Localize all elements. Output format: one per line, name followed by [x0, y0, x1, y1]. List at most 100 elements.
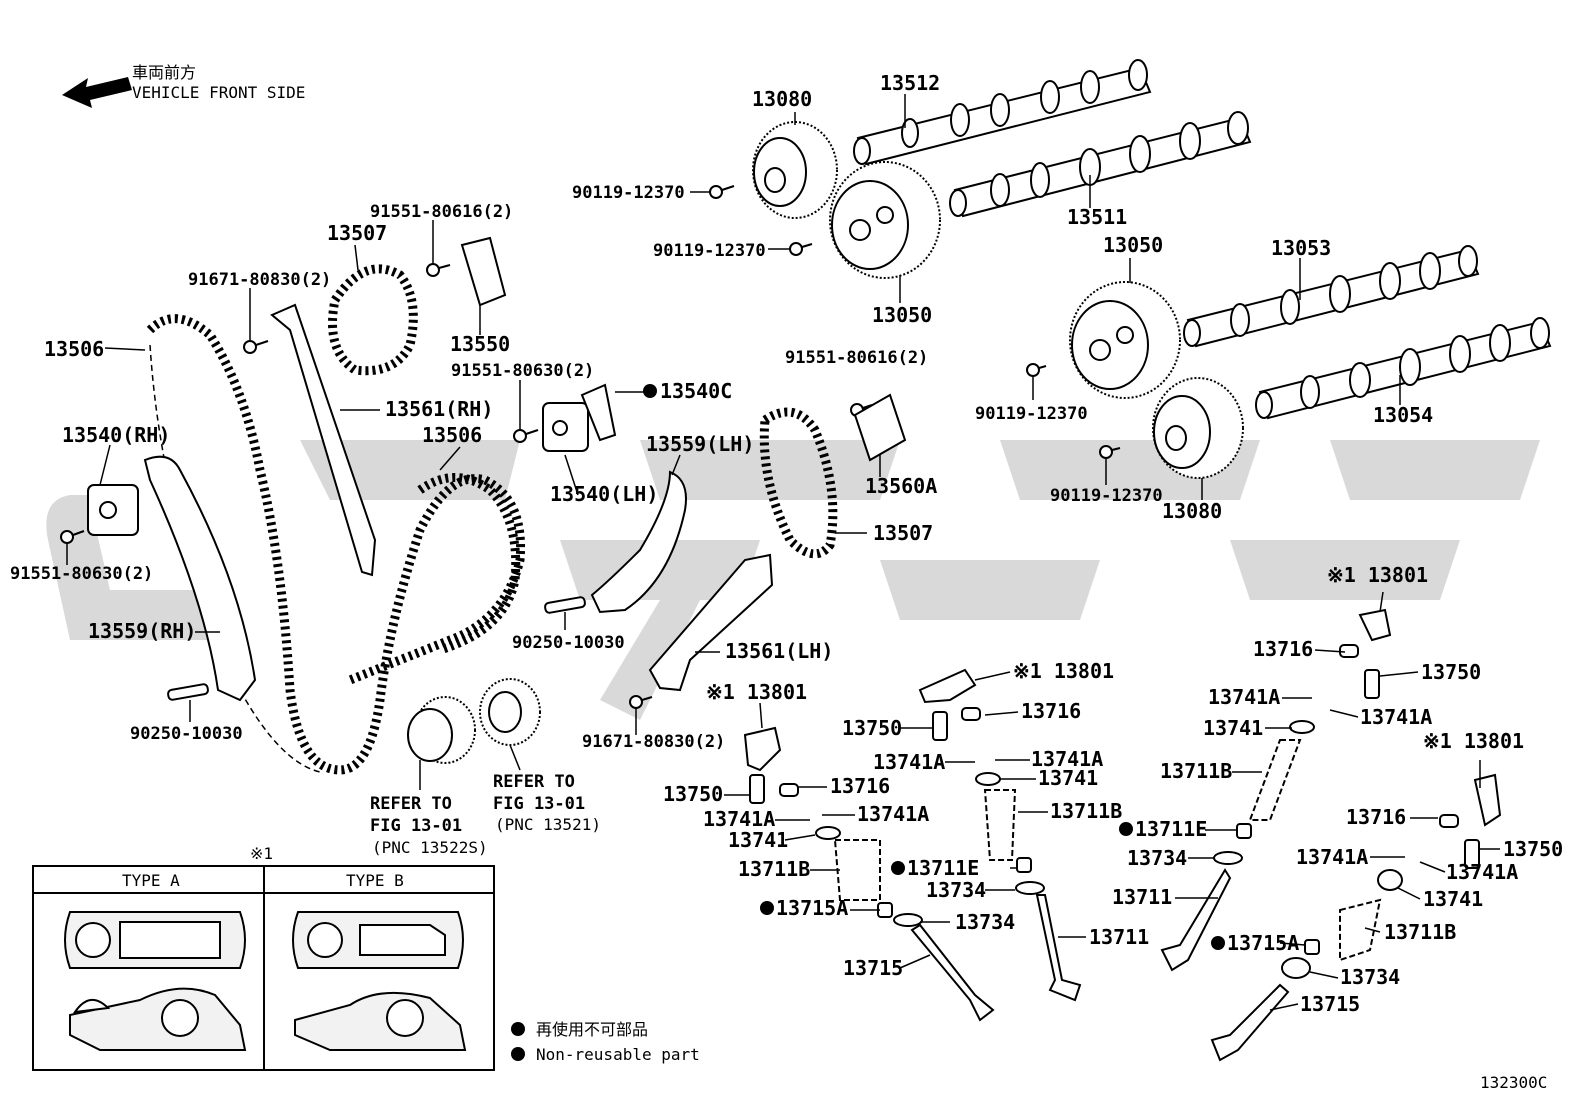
label-13715-b: 13715 [1300, 992, 1360, 1016]
label-13741-a: 13741 [1038, 766, 1098, 790]
label-13540-lh: 13540(LH) [550, 482, 658, 506]
vvt-gear-13050-right [1069, 281, 1181, 399]
watermark-logo [46, 440, 1540, 720]
label-13050-bottom: 13050 [872, 303, 932, 327]
label-13741a-6: 13741A [1360, 705, 1432, 729]
chain-guide-13561-lh [648, 553, 774, 692]
label-13540-rh: 13540(RH) [62, 423, 170, 447]
label-91551-80616-a: 91551-80616(2) [370, 202, 513, 222]
label-13741a-1: 13741A [873, 750, 945, 774]
chain-tensioner-13540-lh [542, 402, 589, 452]
label-13507-left: 13507 [327, 221, 387, 245]
chain-tensioner-13560a [853, 393, 907, 462]
vvt-gear-13080-right [1152, 377, 1244, 479]
valve-stack-2 [749, 774, 995, 1022]
crank-sprocket-13522s [407, 696, 476, 764]
legend-jp: 再使用不可部品 [536, 1020, 648, 1039]
label-13561-lh: 13561(LH) [725, 639, 833, 663]
table-col-type-b: TYPE B [346, 871, 404, 890]
label-90119-b: 90119-12370 [653, 241, 766, 261]
refer-a-line3: (PNC 13522S) [372, 838, 488, 857]
label-13711e-a: 13711E [907, 856, 979, 880]
label-13506-left: 13506 [44, 337, 104, 361]
label-13711b-d: 13711B [1384, 920, 1456, 944]
camshaft-13054 [1255, 317, 1552, 420]
label-90119-a: 90119-12370 [572, 183, 685, 203]
label-13512: 13512 [880, 71, 940, 95]
rocker-type-table: ※1 TYPE A TYPE B [32, 844, 495, 1071]
crank-sprocket-13521 [479, 678, 541, 746]
refer-a-line1: REFER TO [370, 794, 452, 814]
figure-id: 132300C [1480, 1073, 1547, 1092]
label-90119-d: 90119-12370 [1050, 486, 1163, 506]
label-13741-c: 13741 [1203, 716, 1263, 740]
camshaft-13511 [949, 111, 1252, 218]
label-13750-a: 13750 [842, 716, 902, 740]
label-13741a-2: 13741A [1031, 747, 1103, 771]
timing-chain-13507-right [759, 407, 838, 559]
label-13716-b: 13716 [830, 774, 890, 798]
direction-en: VEHICLE FRONT SIDE [132, 83, 305, 102]
part-labels: 13080 13512 13511 13050 13050 13053 1305… [10, 71, 1563, 1016]
camshaft-13512 [853, 59, 1152, 166]
valve-stack-1 [932, 707, 1082, 1002]
refer-b-line2: FIG 13-01 [493, 794, 585, 814]
legend-en: Non-reusable part [536, 1045, 700, 1064]
label-90119-c: 90119-12370 [975, 404, 1088, 424]
rocker-type-b-icon [292, 911, 467, 1051]
label-13080-right: 13080 [1162, 499, 1222, 523]
legend: 再使用不可部品 Non-reusable part [511, 1020, 700, 1064]
label-13054: 13054 [1373, 403, 1433, 427]
label-13716-c: 13716 [1253, 637, 1313, 661]
label-13741a-4: 13741A [857, 802, 929, 826]
label-13750-b: 13750 [663, 782, 723, 806]
label-90250-a: 90250-10030 [512, 633, 625, 653]
refer-b-line1: REFER TO [493, 772, 575, 792]
label-13716-a: 13716 [1021, 699, 1081, 723]
label-13715a-b: 13715A [1227, 931, 1299, 955]
label-13053: 13053 [1271, 236, 1331, 260]
rocker-arm-icon [743, 608, 1502, 827]
label-13080-top: 13080 [752, 87, 812, 111]
vehicle-front-arrow-icon [62, 77, 132, 108]
non-reusable-mark-icon [1211, 936, 1225, 950]
camshaft-13053 [1183, 245, 1480, 348]
label-91551-80630-a: 91551-80630(2) [451, 361, 594, 381]
chain-tensioner-13540-rh [87, 484, 139, 536]
vvt-gear-13050-top [829, 161, 941, 279]
label-13716-d: 13716 [1346, 805, 1406, 829]
label-13734-b: 13734 [955, 910, 1015, 934]
chain-slipper-13559-rh [143, 455, 257, 702]
label-13559-rh: 13559(RH) [88, 619, 196, 643]
table-col-type-a: TYPE A [122, 871, 180, 890]
label-13559-lh: 13559(LH) [646, 432, 754, 456]
label-13711e-b: 13711E [1135, 817, 1207, 841]
label-91551-80630-b: 91551-80630(2) [10, 564, 153, 584]
label-13711b-b: 13711B [738, 857, 810, 881]
label-13741-b: 13741 [728, 828, 788, 852]
rocker-type-a-icon [64, 911, 247, 1051]
label-13506-mid: 13506 [422, 423, 482, 447]
label-13741a-5: 13741A [1208, 685, 1280, 709]
label-13507-right: 13507 [873, 521, 933, 545]
label-13711-b: 13711 [1112, 885, 1172, 909]
refer-b-line3: (PNC 13521) [495, 815, 601, 834]
valve-stack-4 [1210, 814, 1480, 1062]
label-13715-a: 13715 [843, 956, 903, 980]
chain-slipper-13559-lh [590, 470, 687, 614]
chain-guide-13561-rh [270, 303, 377, 577]
valve-stack-3 [1160, 644, 1380, 972]
label-13741a-8: 13741A [1446, 860, 1518, 884]
label-13711b-c: 13711B [1160, 759, 1232, 783]
non-reusable-mark-icon [511, 1022, 525, 1036]
label-13540c: 13540C [660, 379, 732, 403]
non-reusable-mark-icon [1119, 822, 1133, 836]
label-91671-a: 91671-80830(2) [188, 270, 331, 290]
label-13750-d: 13750 [1503, 837, 1563, 861]
refer-a-line2: FIG 13-01 [370, 816, 462, 836]
label-91671-b: 91671-80830(2) [582, 732, 725, 752]
non-reusable-mark-icon [643, 384, 657, 398]
label-13711b-a: 13711B [1050, 799, 1122, 823]
timing-chain-13506-right [417, 473, 521, 655]
